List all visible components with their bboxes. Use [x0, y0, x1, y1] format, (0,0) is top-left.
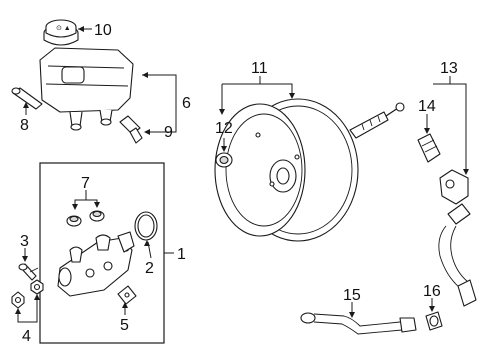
- callout-16: 16: [423, 283, 441, 300]
- callout-1: 1: [177, 246, 186, 263]
- callout-13: 13: [440, 60, 458, 77]
- mounting-bracket: [117, 285, 137, 305]
- callout-2: 2: [145, 260, 154, 277]
- vacuum-grommet: [215, 152, 233, 168]
- callout-11: 11: [251, 60, 268, 77]
- mounting-bolt: [18, 263, 39, 281]
- callout-6: 6: [182, 95, 191, 112]
- callout-14: 14: [418, 98, 436, 115]
- hose-clip: [417, 133, 441, 163]
- callout-8: 8: [20, 117, 29, 134]
- callout-7: 7: [81, 175, 90, 192]
- callout-labels: 10 6 8 9 7 1 2 3 4 5 11 12 13 14 15 16: [20, 22, 458, 345]
- vacuum-hose: [438, 169, 477, 307]
- arrowheads: [15, 26, 469, 318]
- reservoir-cap: ⊙ ▲: [43, 19, 79, 46]
- callout-5: 5: [120, 317, 129, 334]
- o-ring: [134, 211, 158, 241]
- brake-booster: [214, 98, 405, 242]
- svg-text:⊙ ▲: ⊙ ▲: [56, 25, 71, 32]
- callout-15: 15: [343, 287, 361, 304]
- reservoir-seals: [66, 210, 105, 227]
- callout-9: 9: [164, 124, 173, 141]
- vacuum-line: [300, 312, 417, 335]
- check-valve: [425, 311, 443, 331]
- callout-4: 4: [22, 328, 31, 345]
- callout-12: 12: [215, 120, 233, 137]
- nuts: [11, 279, 44, 309]
- master-cylinder: [57, 231, 135, 297]
- reservoir-connector: [119, 115, 143, 144]
- brake-fluid-reservoir: [39, 47, 134, 131]
- callout-10: 10: [94, 22, 112, 39]
- callout-3: 3: [20, 233, 29, 250]
- level-sensor: [11, 87, 43, 110]
